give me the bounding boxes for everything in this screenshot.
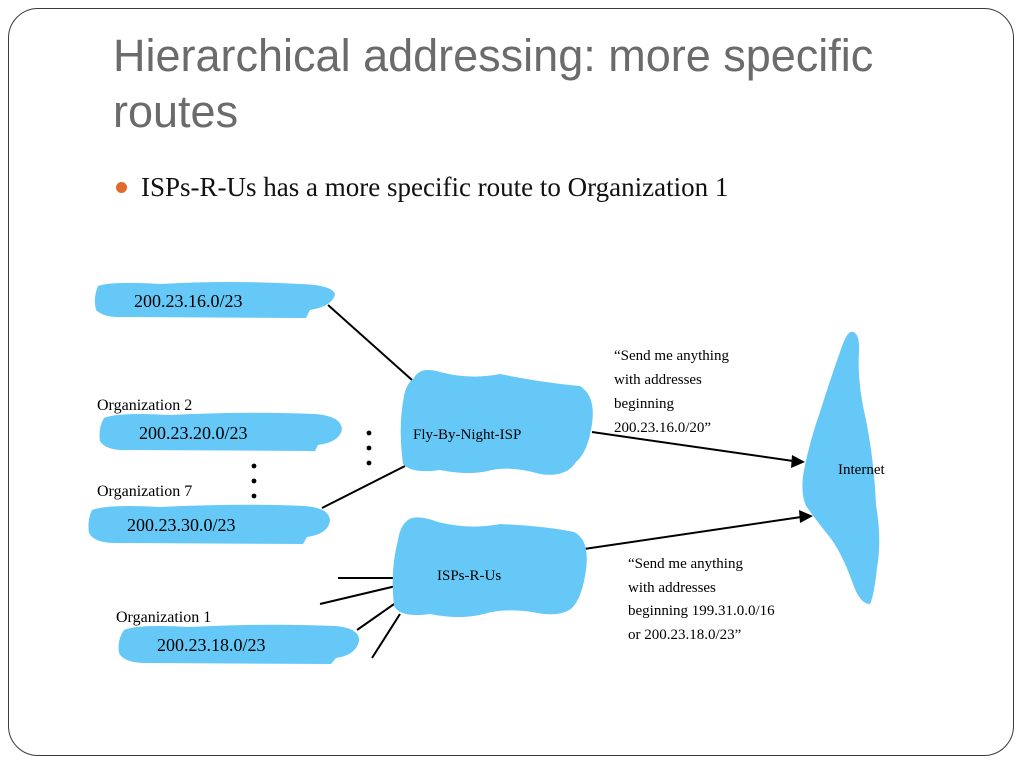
link-isps-internet bbox=[583, 515, 809, 550]
link-fly-internet bbox=[591, 431, 801, 463]
isps-r-us-cloud bbox=[392, 517, 587, 617]
ellipsis-dot bbox=[366, 460, 372, 466]
link-isps-stub-2 bbox=[319, 585, 397, 605]
fly-advert-line: with addresses bbox=[614, 372, 702, 388]
bullet-dot-icon bbox=[116, 182, 127, 193]
org2-label: Organization 2 bbox=[97, 397, 192, 414]
fly-isp-label: Fly-By-Night-ISP bbox=[413, 427, 521, 443]
ellipsis-dot bbox=[251, 493, 257, 499]
ellipsis-dot bbox=[251, 463, 257, 469]
fly-advert-line: 200.23.16.0/20” bbox=[614, 420, 711, 436]
isps-advert-line: or 200.23.18.0/23” bbox=[628, 627, 741, 643]
link-org0-fly bbox=[327, 304, 413, 381]
org2-prefix: 200.23.20.0/23 bbox=[139, 423, 248, 443]
org1-prefix: 200.23.18.0/23 bbox=[157, 635, 266, 655]
isps-r-us-label: ISPs-R-Us bbox=[437, 568, 501, 584]
link-isps-stub-3 bbox=[356, 601, 398, 631]
bullet-item: ISPs-R-Us has a more specific route to O… bbox=[116, 172, 728, 203]
org7-prefix: 200.23.30.0/23 bbox=[127, 515, 236, 535]
internet-label: Internet bbox=[838, 462, 885, 478]
link-isps-stub-4 bbox=[371, 613, 401, 659]
org0-prefix: 200.23.16.0/23 bbox=[134, 291, 243, 311]
fly-advert-line: “Send me anything bbox=[614, 348, 729, 364]
org2-blob bbox=[99, 412, 342, 451]
org1-blob bbox=[118, 624, 360, 664]
arrowhead-fly-internet bbox=[791, 455, 805, 468]
org7-blob bbox=[88, 504, 330, 544]
ellipsis-dot bbox=[366, 445, 372, 451]
slide-title: Hierarchical addressing: more specific r… bbox=[113, 30, 874, 137]
org1-label: Organization 1 bbox=[116, 609, 211, 626]
isps-advert-line: “Send me anything bbox=[628, 556, 743, 572]
org0-blob bbox=[94, 282, 335, 318]
ellipsis-dot bbox=[251, 478, 257, 484]
fly-advert-line: beginning bbox=[614, 396, 674, 412]
org7-label: Organization 7 bbox=[97, 483, 192, 500]
isps-advert-line: beginning 199.31.0.0/16 bbox=[628, 603, 775, 619]
isps-advert-line: with addresses bbox=[628, 580, 716, 596]
internet-cloud bbox=[802, 331, 880, 604]
bullet-text: ISPs-R-Us has a more specific route to O… bbox=[141, 172, 729, 202]
arrowhead-isps-internet bbox=[799, 510, 813, 523]
ellipsis-dot bbox=[366, 430, 372, 436]
link-org7-fly bbox=[321, 465, 406, 509]
fly-isp-cloud bbox=[400, 370, 593, 475]
